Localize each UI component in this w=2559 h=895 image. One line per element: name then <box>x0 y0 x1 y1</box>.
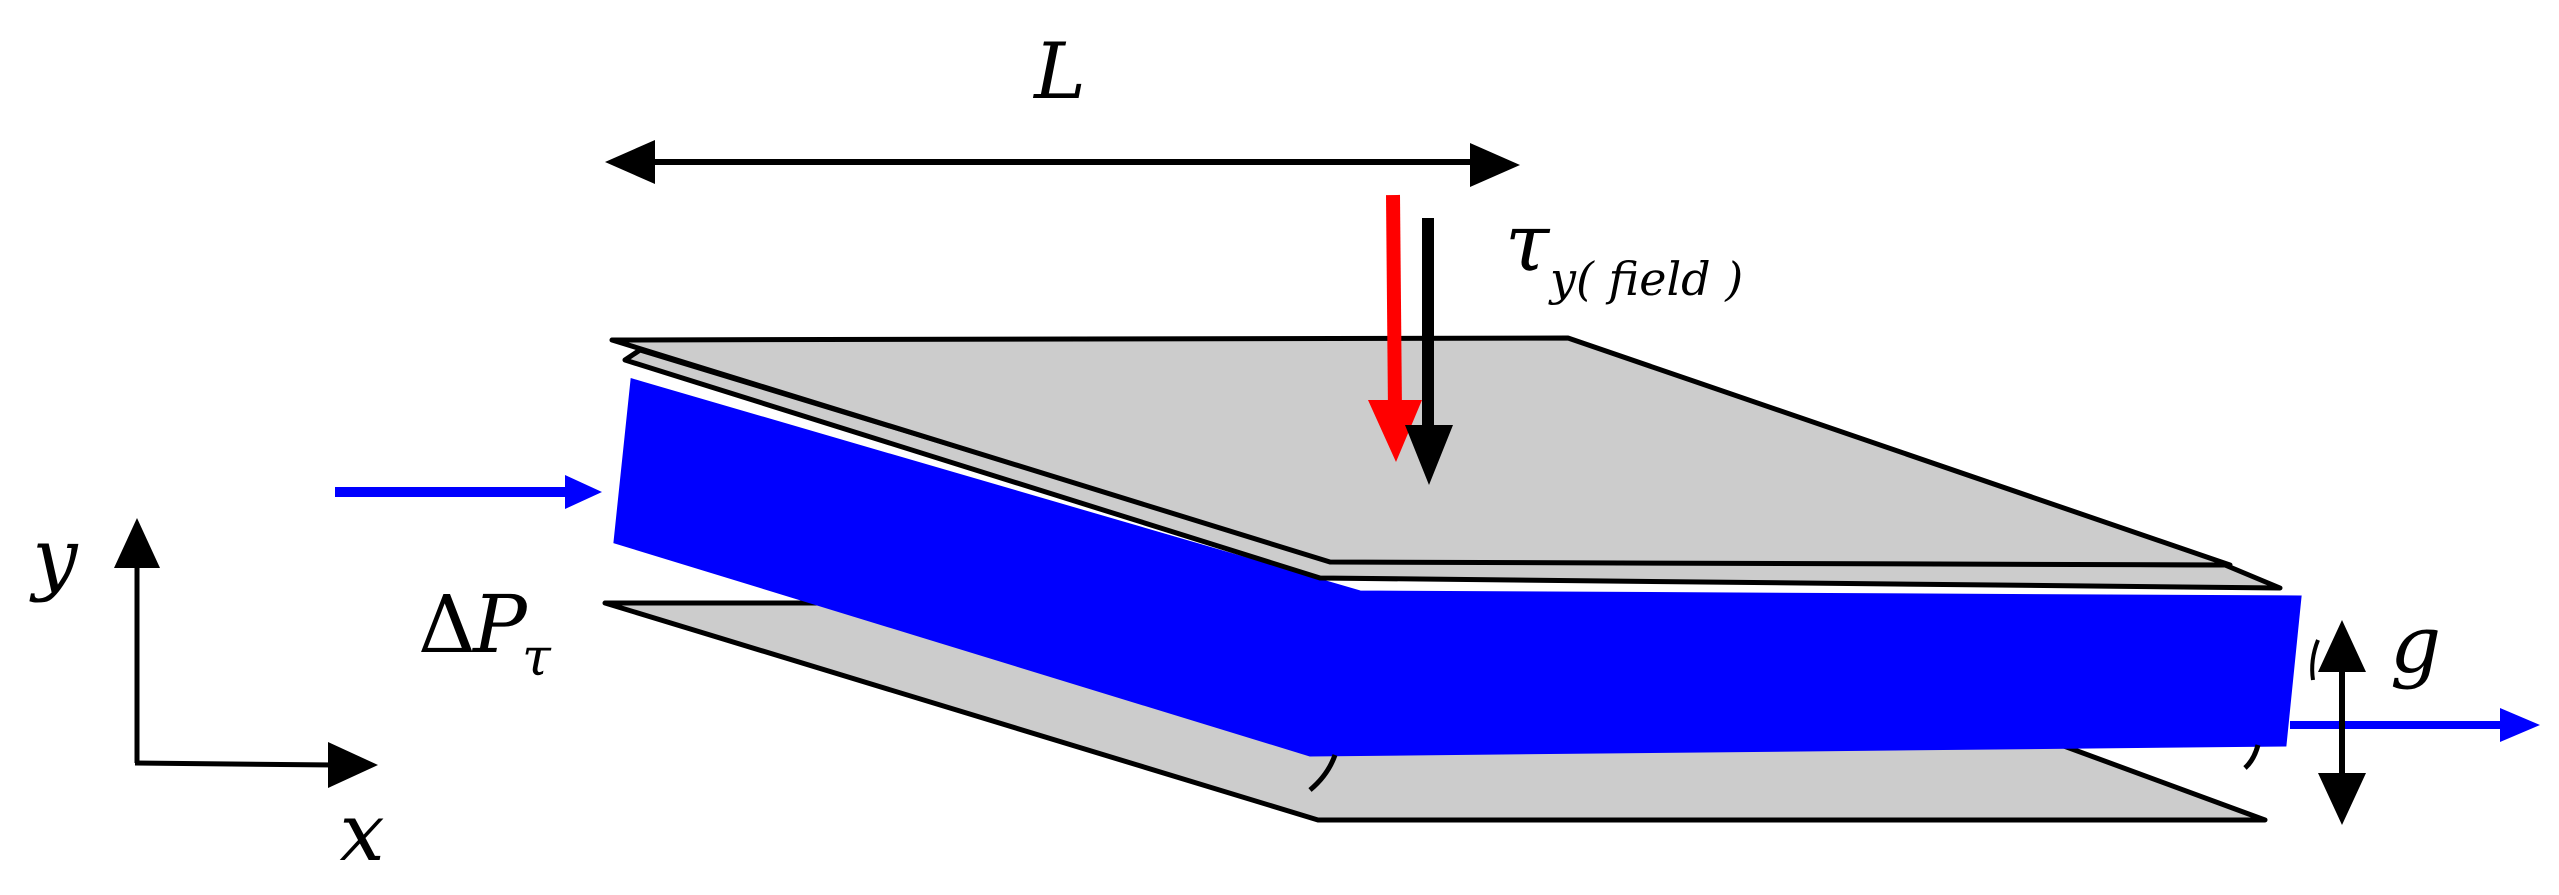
inlet-flow-arrow <box>335 475 602 509</box>
fluid-layer <box>613 378 2302 757</box>
right-meniscus-curve <box>2243 744 2261 770</box>
outlet-flow-arrow <box>2290 708 2540 742</box>
length-arrow <box>605 140 1520 187</box>
gap-label: g <box>2390 598 2441 691</box>
axis-y-label: y <box>29 511 79 604</box>
pressure-delta: Δ <box>418 578 476 671</box>
stress-subscript: y( field ) <box>1548 252 1743 306</box>
field-stress-arrow-black <box>1405 218 1453 485</box>
length-label: L <box>1032 27 1086 117</box>
stress-symbol: τ <box>1505 196 1551 289</box>
right-meniscus-top-curve <box>2310 639 2320 681</box>
gap-arrow <box>2318 620 2366 825</box>
field-stress-arrow-red <box>1368 194 1422 462</box>
coordinate-axes <box>114 518 378 788</box>
left-meniscus-curve <box>1308 754 1338 792</box>
pressure-symbol: P <box>471 578 528 671</box>
pressure-subscript: τ <box>522 628 552 688</box>
axis-x-label: x <box>339 786 384 879</box>
